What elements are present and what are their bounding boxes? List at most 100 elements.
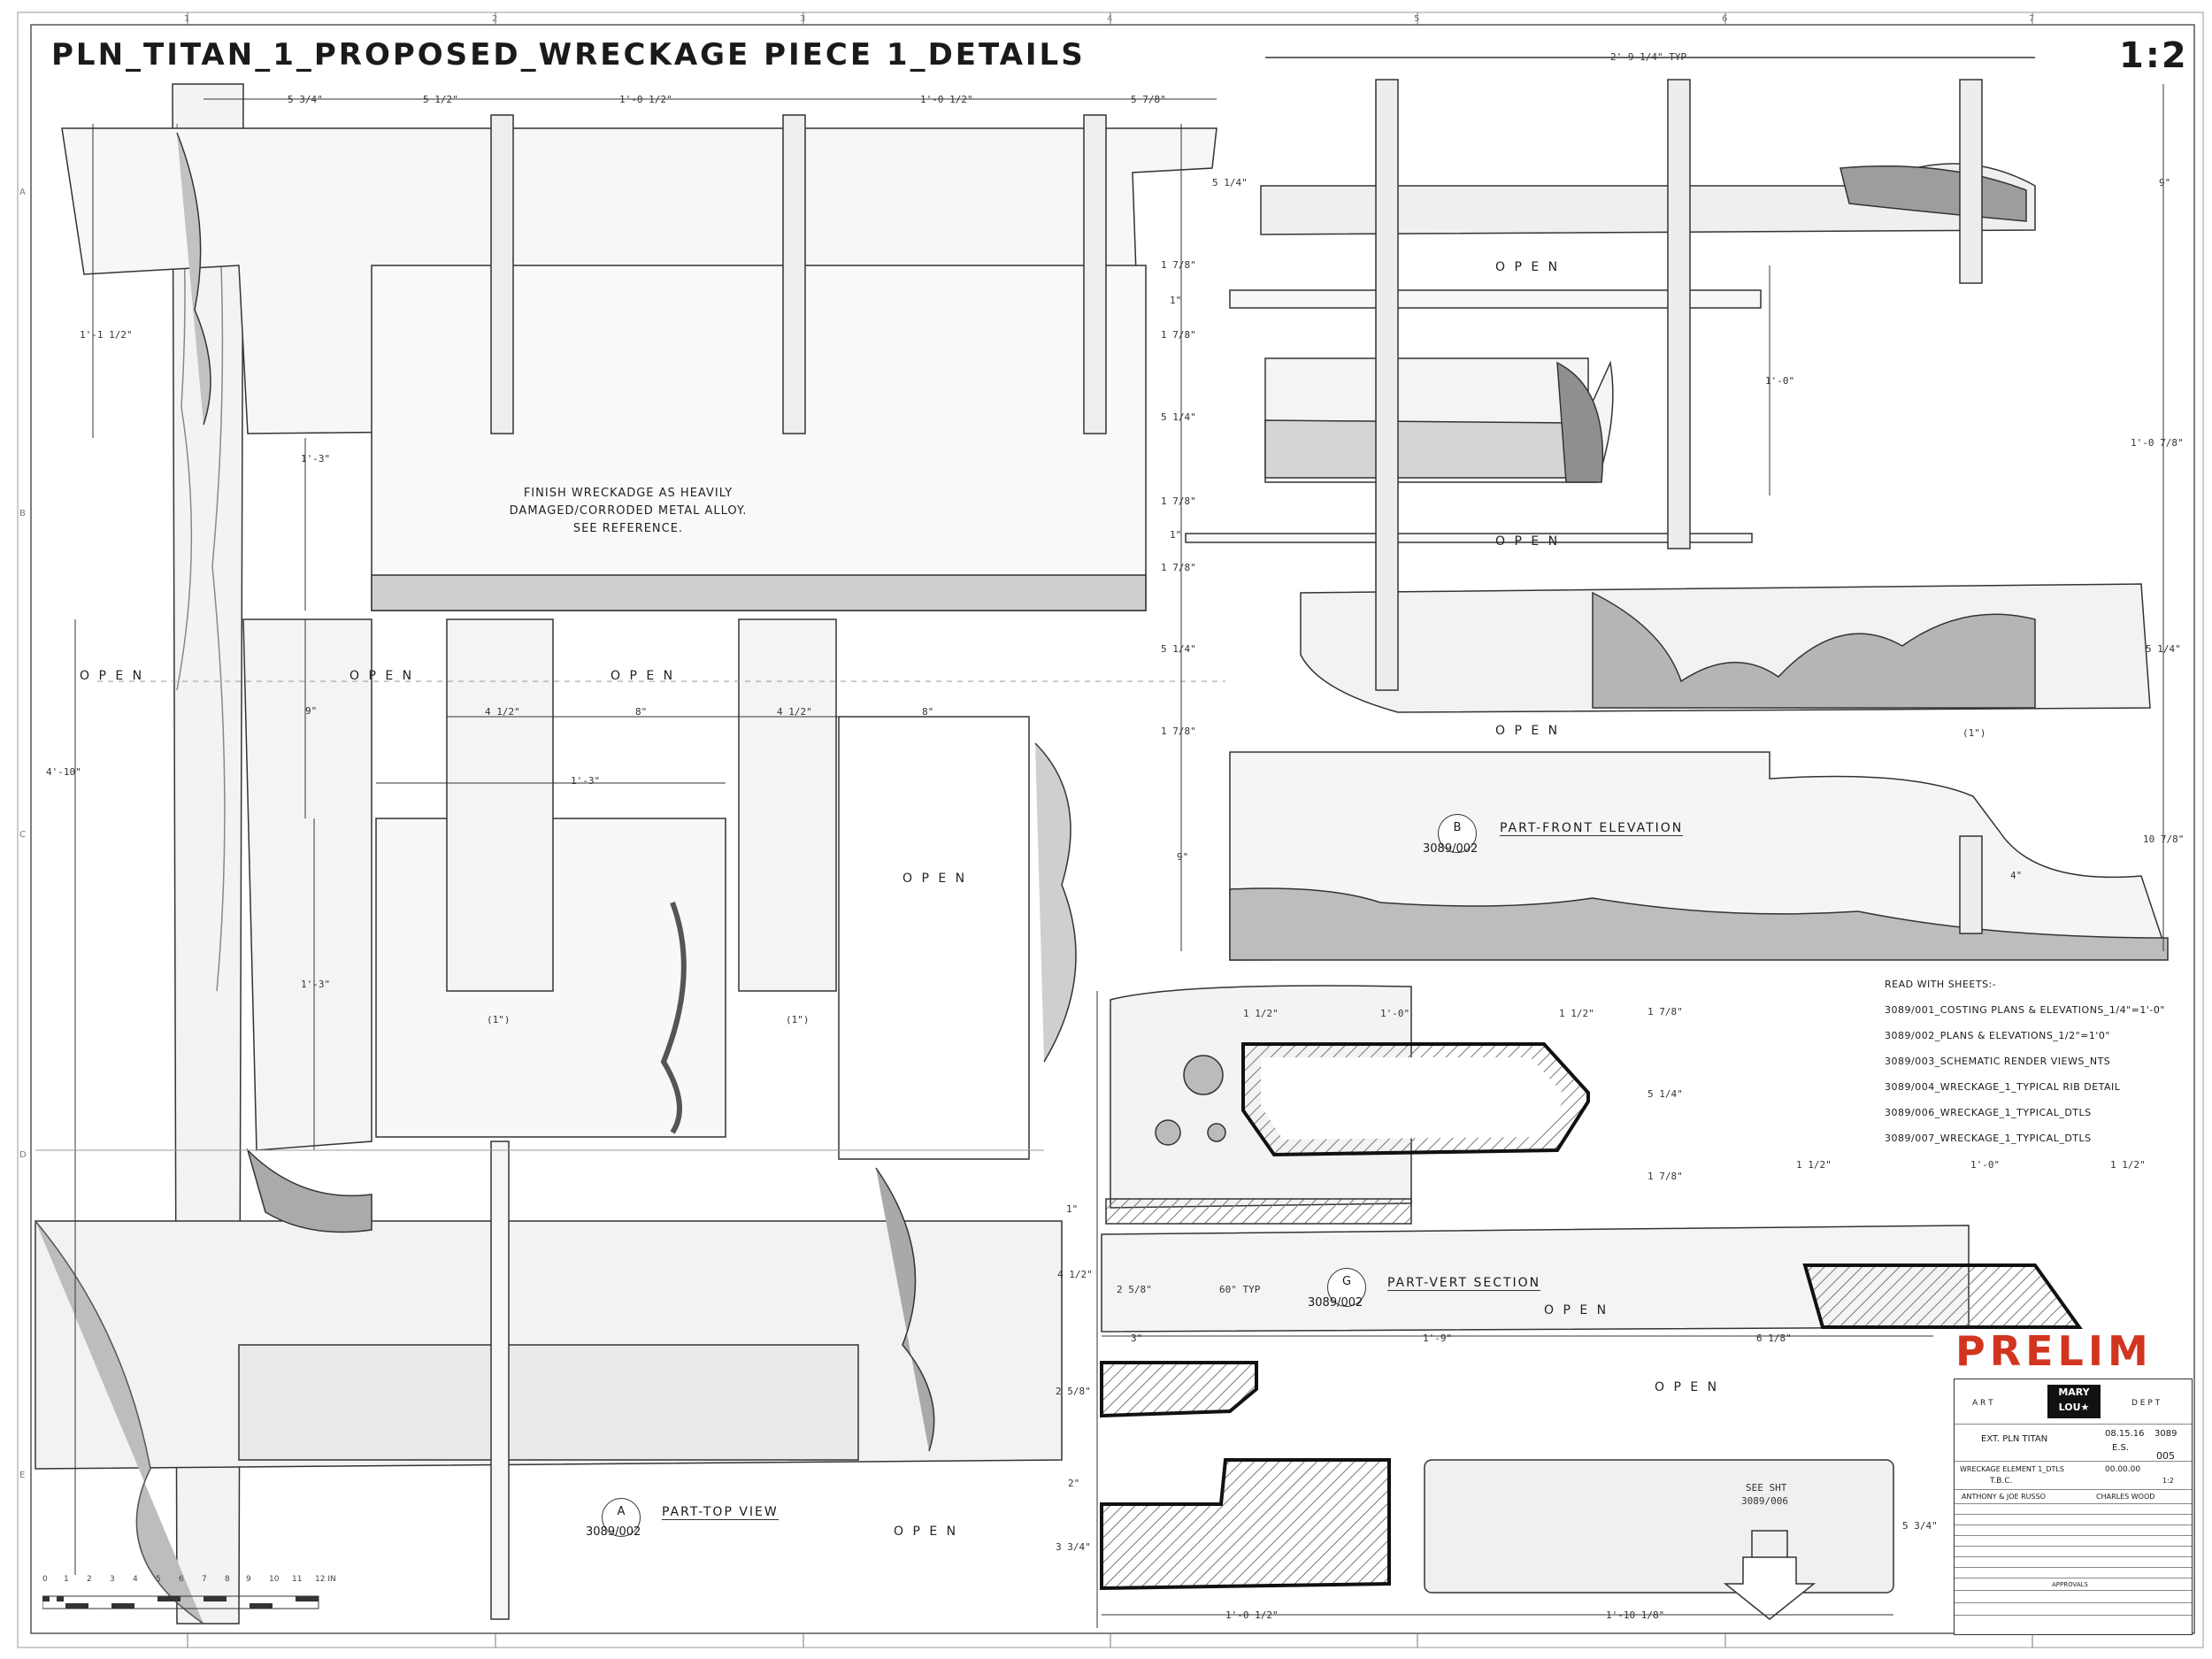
read-with-item: 3089/007_WRECKAGE_1_TYPICAL_DTLS: [1885, 1133, 2092, 1144]
dim-section-4: 1 7/8": [1647, 1006, 1683, 1018]
dim-section-15: 1'-9": [1423, 1333, 1453, 1344]
title-block-number: 3089: [2154, 1429, 2177, 1439]
dim-top-4: 1'-0 1/2": [920, 94, 973, 105]
dim-front-left-4: 1 7/8": [1161, 329, 1196, 341]
see-sheet-ref-2: 3089/006: [1741, 1495, 1788, 1507]
dim-section-9: 1 1/2": [2110, 1159, 2146, 1171]
dim-mid-6: (1"): [487, 1014, 511, 1025]
view-title-front: PART-FRONT ELEVATION: [1500, 821, 1684, 836]
read-with-item: 3089/006_WRECKAGE_1_TYPICAL_DTLS: [1885, 1107, 2092, 1118]
dim-left-2: 1'-3": [301, 453, 331, 465]
dim-front-left-3: 1": [1170, 295, 1182, 306]
title-block: A R T MARY LOU★ D E P T EXT. PLN TITAN 0…: [1954, 1379, 2193, 1635]
front-elevation-drawing: [1180, 57, 2170, 961]
dim-mid-1: 4 1/2": [485, 706, 520, 718]
scale-bar-label: 12 IN: [315, 1575, 336, 1584]
dim-section-17: 2 5/8": [1056, 1386, 1091, 1397]
dim-front-right-5: (1"): [1962, 727, 1986, 739]
logo-bottom: LOU★: [2058, 1402, 2090, 1413]
dim-front-left-7: 1": [1170, 529, 1182, 541]
finish-note-line-1: FINISH WRECKADGE AS HEAVILY: [523, 487, 733, 500]
dim-section-19: 3 3/4": [1056, 1541, 1091, 1553]
company-logo: MARY LOU★: [2047, 1385, 2101, 1418]
dim-section-8: 1'-0": [1970, 1159, 2001, 1171]
grid-row-c: C: [19, 830, 26, 840]
dim-front-top: 2'-9 1/4" TYP: [1610, 51, 1687, 63]
open-label: O P E N: [902, 872, 968, 886]
dim-mid-2: 8": [635, 706, 648, 718]
scale-bar-label: 11: [292, 1575, 303, 1584]
scale-bar-label: 4: [133, 1575, 138, 1584]
open-label: O P E N: [1495, 534, 1561, 549]
scale-bar-label: 1: [64, 1575, 69, 1584]
open-label: O P E N: [1544, 1303, 1609, 1317]
dim-left-5: 1'-3": [301, 979, 331, 990]
dim-mid-3: 4 1/2": [777, 706, 812, 718]
title-block-dept: D E P T: [2131, 1399, 2161, 1408]
title-block-initials: E.S.: [2112, 1443, 2130, 1453]
view-title-section: PART-VERT SECTION: [1387, 1276, 1541, 1291]
dim-section-1: 1 1/2": [1243, 1008, 1279, 1019]
open-label: O P E N: [1495, 724, 1561, 738]
scale-bar-label: 0: [42, 1575, 48, 1584]
read-with-item: 3089/002_PLANS & ELEVATIONS_1/2"=1'0": [1885, 1030, 2110, 1041]
dim-top-2: 5 1/2": [423, 94, 458, 105]
dim-section-12: 2 5/8": [1117, 1284, 1152, 1295]
dim-front-mid: 1'-0": [1765, 375, 1795, 387]
title-block-art: A R T: [1972, 1399, 1993, 1408]
finish-note-line-2: DAMAGED/CORRODED METAL ALLOY.: [509, 504, 748, 518]
title-block-detail: WRECKAGE ELEMENT 1_DTLS: [1960, 1465, 2064, 1473]
dim-section-3: 1 1/2": [1559, 1008, 1594, 1019]
dim-front-left-2: 1 7/8": [1161, 259, 1196, 271]
vert-section-drawing: [1096, 985, 2083, 1628]
dim-front-left-9: 5 1/4": [1161, 643, 1196, 655]
dim-section-14: 3": [1131, 1333, 1143, 1344]
title-block-designer: CHARLES WOOD: [2096, 1493, 2155, 1501]
dim-section-6: 1 7/8": [1647, 1171, 1683, 1182]
dim-front-right-3: 5 1/4": [2146, 643, 2181, 655]
prelim-stamp: PRELIM: [1955, 1327, 2153, 1375]
dim-front-right-2: 1'-0 7/8": [2131, 437, 2184, 449]
scale-bar-label: 2: [87, 1575, 92, 1584]
dim-left-4: 4'-10": [46, 766, 81, 778]
sheet-title: PLN_TITAN_1_PROPOSED_WRECKAGE PIECE 1_DE…: [51, 37, 1086, 73]
title-block-sheet-no: 005: [2156, 1450, 2175, 1462]
scale-bar-label: 6: [179, 1575, 184, 1584]
open-label: O P E N: [611, 669, 676, 683]
open-label: O P E N: [80, 669, 145, 683]
grid-column-2: 2: [492, 14, 498, 24]
dim-section-7: 1 1/2": [1796, 1159, 1832, 1171]
grid-row-a: A: [19, 188, 26, 197]
scale-bar-label: 5: [156, 1575, 161, 1584]
view-bubble-top: A: [602, 1498, 641, 1537]
top-view-drawing: [35, 83, 1217, 1624]
dim-section-21: 1'-0 1/2": [1225, 1609, 1279, 1621]
grid-column-1: 1: [184, 14, 190, 24]
grid-column-5: 5: [1414, 14, 1420, 24]
open-label: O P E N: [894, 1525, 959, 1539]
dim-section-5: 5 1/4": [1647, 1088, 1683, 1100]
view-bubble-section: G: [1327, 1268, 1366, 1307]
sheet-scale: 1:2: [2119, 35, 2188, 76]
title-block-set: EXT. PLN TITAN: [1981, 1434, 2048, 1444]
dim-section-18: 2": [1068, 1478, 1080, 1489]
read-with-list: READ WITH SHEETS:- 3089/001_COSTING PLAN…: [1885, 972, 2165, 1151]
dim-mid-5: 1'-3": [571, 775, 601, 787]
grid-column-3: 3: [800, 14, 806, 24]
view-bubble-front: B: [1438, 814, 1477, 853]
dim-mid-7: (1"): [786, 1014, 810, 1025]
dim-left-1: 1'-1 1/2": [80, 329, 133, 341]
dim-mid-4: 8": [922, 706, 934, 718]
scale-bar-label: 9: [246, 1575, 251, 1584]
dim-front-left-5: 5 1/4": [1161, 411, 1196, 423]
dim-top-1: 5 3/4": [288, 94, 323, 105]
view-ref-top: 3089/002: [586, 1525, 641, 1539]
finish-note-line-3: SEE REFERENCE.: [572, 522, 684, 535]
grid-column-4: 4: [1107, 14, 1113, 24]
dim-section-10: 1": [1066, 1203, 1079, 1215]
grid-row-d: D: [19, 1150, 27, 1160]
logo-top: MARY: [2058, 1386, 2090, 1398]
grid-column-6: 6: [1722, 14, 1728, 24]
